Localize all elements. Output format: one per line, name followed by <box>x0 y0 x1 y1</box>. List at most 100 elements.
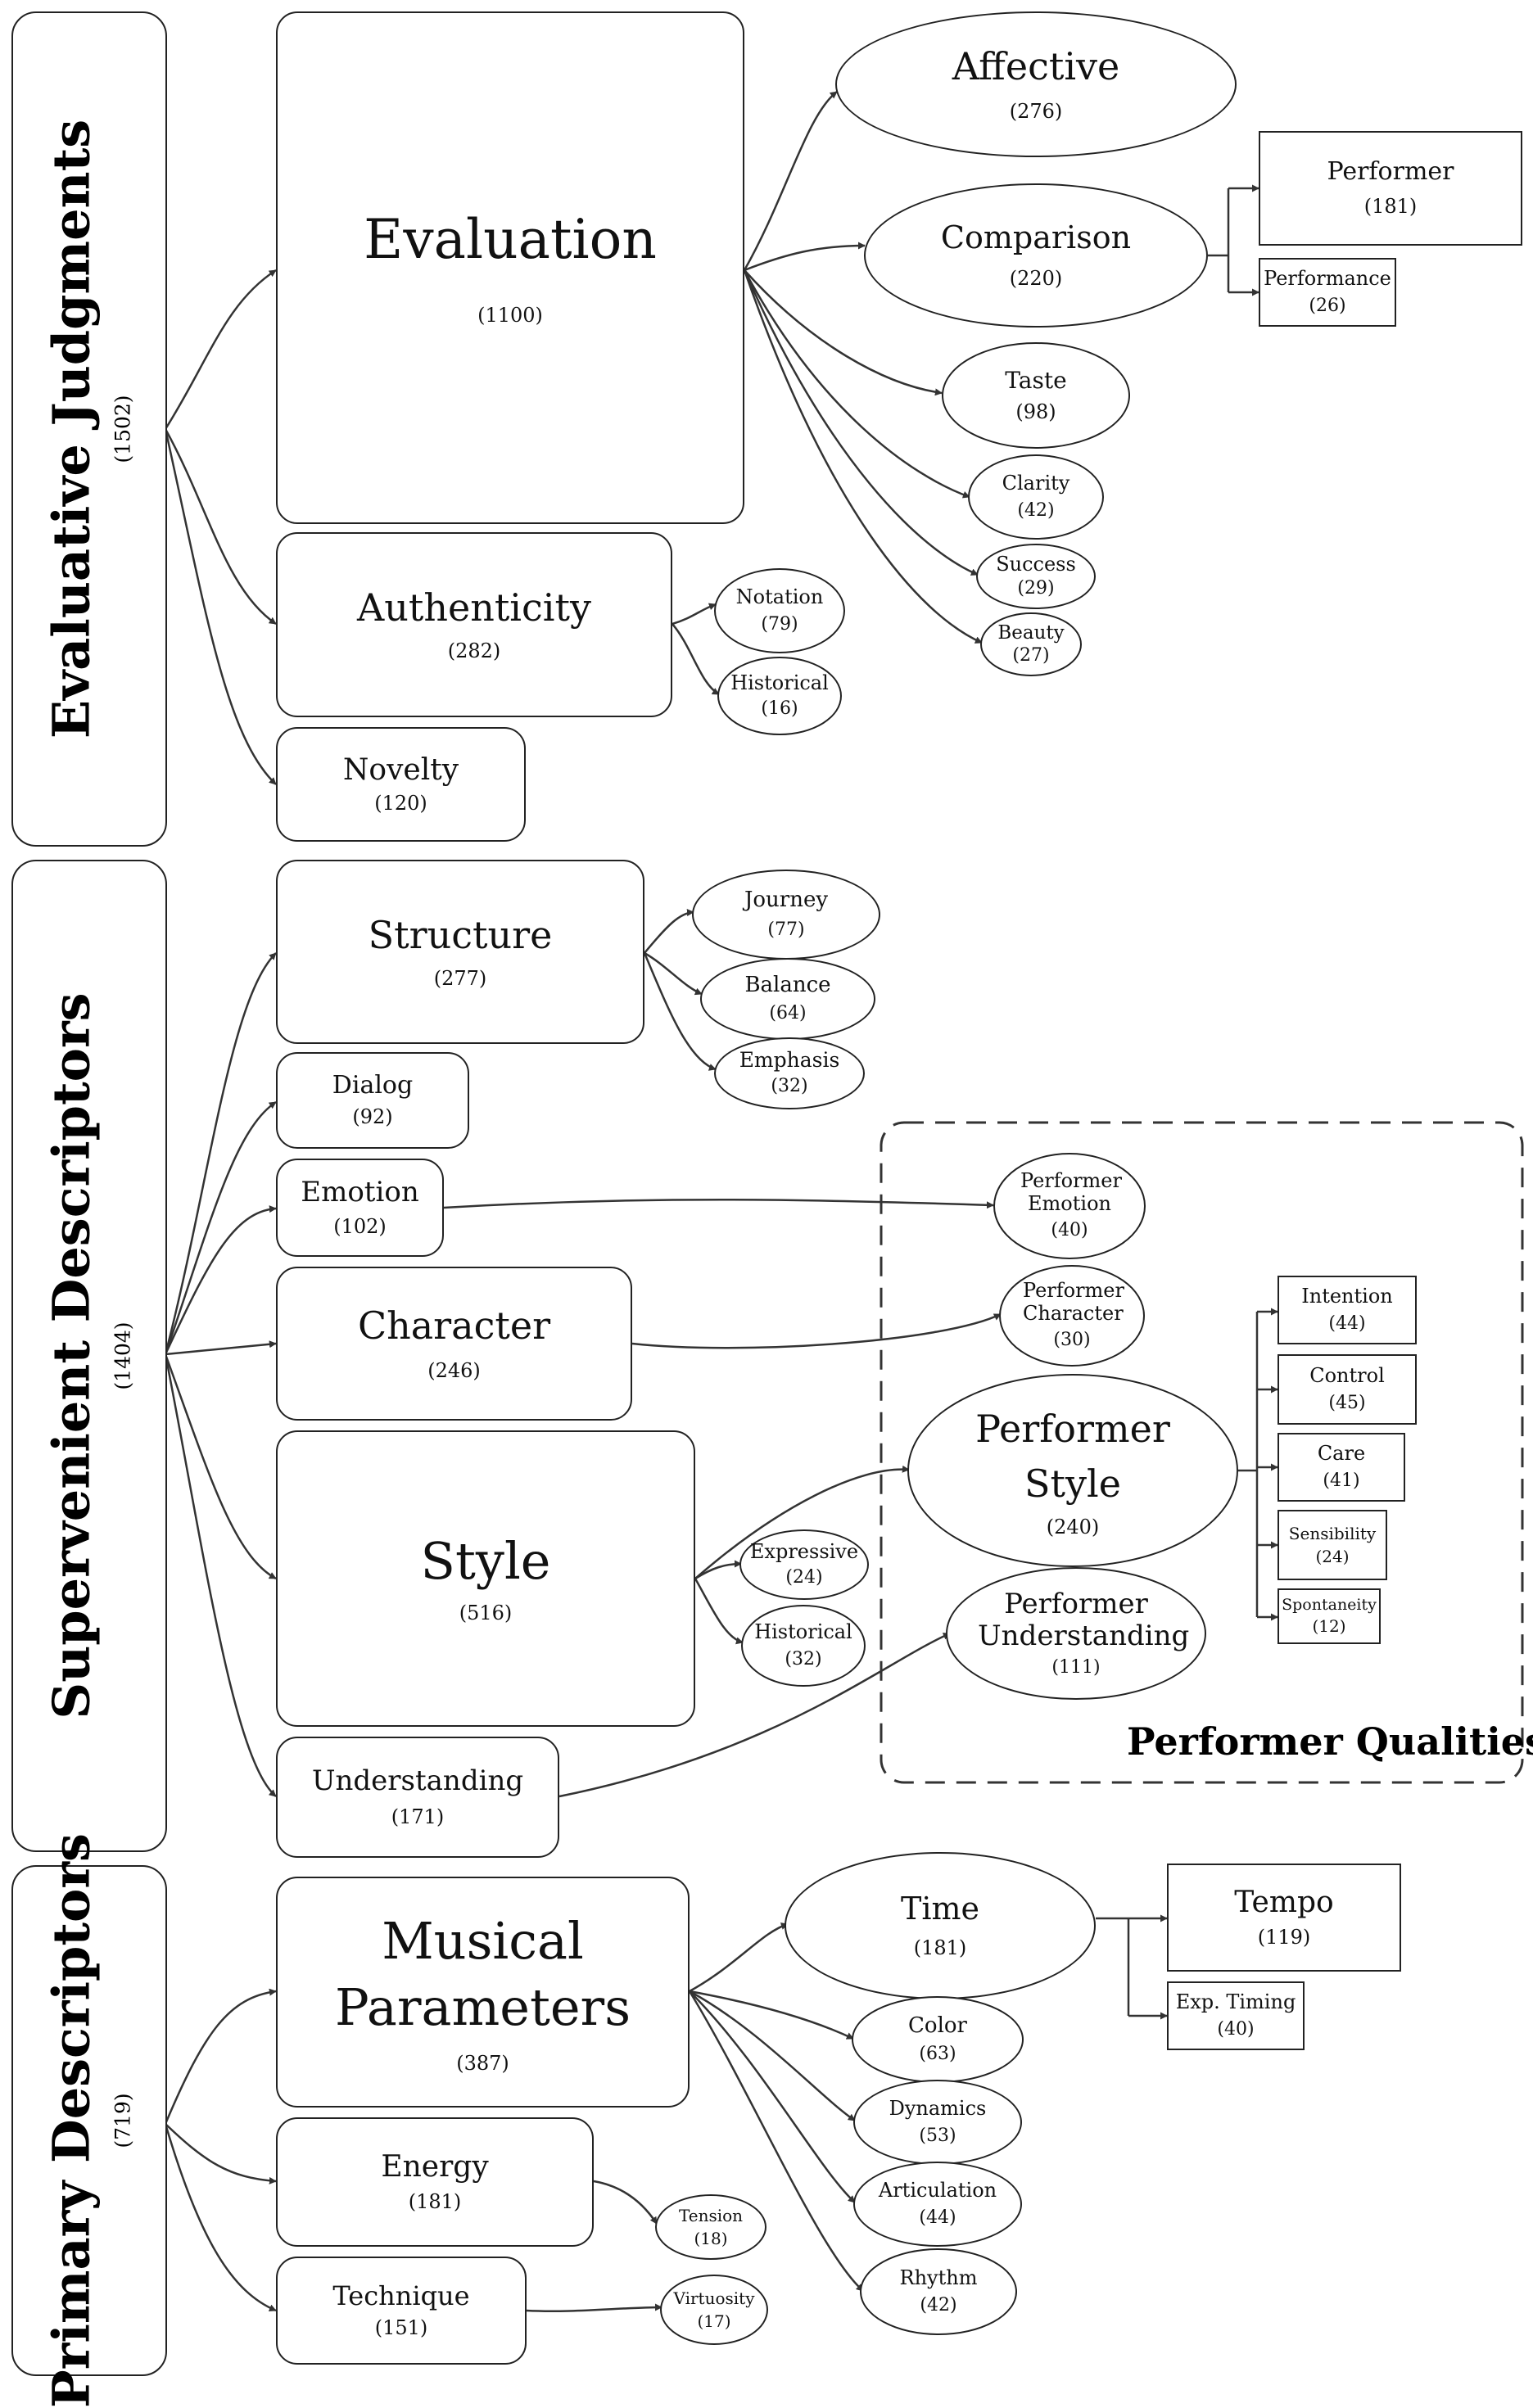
node-label: Intention <box>1301 1285 1393 1308</box>
node-care: Care (41) <box>1278 1433 1405 1502</box>
node-count: (44) <box>1328 1312 1366 1334</box>
node-label: Emotion <box>301 1176 419 1209</box>
node-emphasis: Emphasis (32) <box>714 1037 865 1109</box>
node-beauty: Beauty (27) <box>980 612 1082 676</box>
node-count: (27) <box>1012 645 1050 666</box>
node-label: Performer Style <box>975 1406 1170 1506</box>
node-count: (387) <box>456 2052 509 2076</box>
connector-arrow <box>164 1205 277 1355</box>
connector-arrow <box>164 1353 277 1797</box>
category-evaluative-judgments: Evaluative Judgments (1502) <box>11 11 167 847</box>
node-count: (42) <box>920 2294 957 2315</box>
node-count: (26) <box>1309 295 1346 316</box>
connector-arrow <box>164 952 277 1355</box>
node-count: (181) <box>1363 194 1418 218</box>
node-count: (32) <box>771 1076 808 1097</box>
node-energy: Energy (181) <box>276 2117 594 2247</box>
node-sensibility: Sensibility (24) <box>1278 1510 1387 1580</box>
node-label: Comparison <box>940 219 1132 255</box>
connector-arrow <box>744 269 943 396</box>
connector-arrow <box>689 1990 854 2040</box>
node-count: (63) <box>919 2043 956 2064</box>
connector-arrow <box>644 908 694 954</box>
node-affective: Affective (276) <box>835 11 1237 157</box>
connector-arrow <box>164 1988 277 2125</box>
node-label: Performance <box>1264 267 1391 290</box>
node-label: Affective <box>952 44 1120 89</box>
node-count: (16) <box>761 698 798 719</box>
node-dynamics: Dynamics (53) <box>853 2080 1022 2165</box>
node-label: Performer Emotion <box>1020 1169 1122 1215</box>
node-count: (220) <box>1009 267 1063 291</box>
category-supervenient-descriptors: Supervenient Descriptors (1404) <box>11 860 167 1852</box>
node-label: Emphasis <box>739 1048 840 1073</box>
node-label: Beauty <box>997 621 1065 644</box>
node-count: (276) <box>1009 100 1063 124</box>
node-count: (102) <box>333 1215 387 1239</box>
node-label: Authenticity <box>357 585 591 630</box>
connector-arrow <box>743 269 983 644</box>
node-label: Articulation <box>878 2179 997 2202</box>
performer-qualities-frame <box>880 1121 1524 1784</box>
node-label: Historical <box>730 671 829 694</box>
node-label: Evaluation <box>364 207 657 271</box>
node-label: Taste <box>1005 366 1067 394</box>
category-count: (1404) <box>111 1321 135 1390</box>
node-label: Structure <box>368 912 553 957</box>
category-count: (719) <box>111 2093 135 2148</box>
connector-arrow <box>694 1465 910 1579</box>
node-count: (181) <box>913 1936 967 1960</box>
node-count: (32) <box>785 1648 822 1669</box>
node-dialog: Dialog (92) <box>276 1052 469 1149</box>
performer-qualities-label: Performer Qualities <box>1127 1719 1533 1764</box>
node-label: Performer Character <box>1023 1279 1124 1325</box>
connector-arrow <box>593 2180 658 2225</box>
node-evaluation: Evaluation (1100) <box>276 11 744 524</box>
node-count: (41) <box>1323 1470 1360 1491</box>
category-title: Evaluative Judgments <box>41 119 102 739</box>
node-comparison: Comparison (220) <box>864 183 1208 328</box>
connector-arrow <box>672 603 717 626</box>
node-spontaneity: Spontaneity (12) <box>1278 1588 1381 1644</box>
connector-arrow <box>694 1560 742 1580</box>
node-count: (17) <box>697 2311 731 2331</box>
node-label: Virtuosity <box>673 2288 755 2308</box>
connector-arrow <box>743 269 979 576</box>
node-count: (277) <box>433 966 487 990</box>
node-performer-emotion: Performer Emotion (40) <box>993 1153 1146 1259</box>
node-label: Understanding <box>311 1764 524 1798</box>
node-label: Tempo <box>1234 1885 1334 1919</box>
node-label: Technique <box>332 2280 470 2312</box>
connector-arrow <box>743 91 838 271</box>
node-label: Musical Parameters <box>334 1911 631 2037</box>
node-count: (12) <box>1312 1615 1346 1636</box>
node-count: (79) <box>761 613 798 635</box>
node-count: (24) <box>785 1566 823 1588</box>
node-control: Control (45) <box>1278 1354 1417 1425</box>
node-label: Color <box>908 2013 967 2038</box>
connector-arrow <box>689 1990 856 2203</box>
connector-arrow <box>644 951 703 996</box>
node-novelty: Novelty (120) <box>276 727 526 842</box>
connector-arrow <box>643 952 717 1071</box>
connector-arrow <box>443 1198 994 1209</box>
node-count: (516) <box>459 1602 513 1625</box>
node-label: Expressive <box>749 1540 859 1563</box>
connector-arrow <box>689 1990 856 2122</box>
connector-arrow <box>743 269 970 499</box>
node-count: (77) <box>767 919 805 940</box>
node-tempo: Tempo (119) <box>1167 1864 1401 1972</box>
node-count: (171) <box>391 1805 445 1829</box>
node-count: (151) <box>374 2316 428 2339</box>
connector-arrow <box>164 1353 277 1580</box>
node-count: (24) <box>1315 1546 1350 1566</box>
node-label: Spontaneity <box>1282 1596 1377 1615</box>
node-label: Energy <box>381 2149 489 2184</box>
connector-arrow <box>672 623 720 696</box>
node-label: Tension <box>678 2205 744 2225</box>
node-label: Performer <box>1327 157 1454 187</box>
node-count: (240) <box>1046 1516 1100 1539</box>
node-label: Success <box>996 553 1076 576</box>
node-virtuosity: Virtuosity (17) <box>660 2275 768 2345</box>
